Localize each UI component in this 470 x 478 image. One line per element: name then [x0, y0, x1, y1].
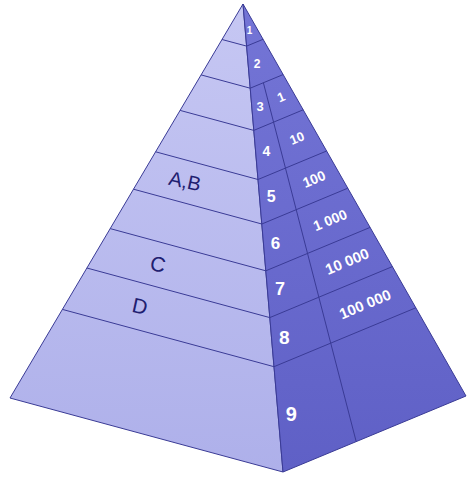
band-number: 4	[262, 144, 270, 158]
band-number: 3	[257, 99, 264, 112]
band-lines	[62, 39, 415, 441]
band-line	[247, 39, 264, 46]
band-line	[110, 229, 266, 271]
band-line	[201, 75, 250, 88]
value-label: 100 000	[337, 286, 393, 321]
level-label: C	[148, 252, 167, 276]
band-number: 9	[286, 404, 297, 424]
band-line	[254, 110, 303, 131]
left-face	[10, 4, 283, 472]
level-label: D	[130, 294, 149, 318]
value-label: 100	[301, 168, 328, 190]
band-number: 1	[247, 26, 253, 36]
band-number: 2	[254, 58, 261, 70]
band-number: 6	[271, 234, 280, 251]
band-line	[250, 75, 283, 89]
band-line	[222, 40, 247, 47]
value-label: 10	[288, 129, 306, 147]
band-line	[87, 268, 270, 318]
value-label: 1	[275, 90, 287, 105]
band-line	[62, 309, 274, 366]
value-label: 1 000	[312, 206, 350, 232]
band-line	[134, 189, 262, 224]
band-line	[180, 110, 254, 130]
value-label: 10 000	[323, 245, 371, 276]
right-face	[243, 4, 466, 472]
band-number: 8	[279, 327, 290, 346]
level-label: A,B	[167, 168, 203, 194]
band-number: 5	[267, 189, 276, 205]
band-number: 7	[275, 280, 285, 298]
